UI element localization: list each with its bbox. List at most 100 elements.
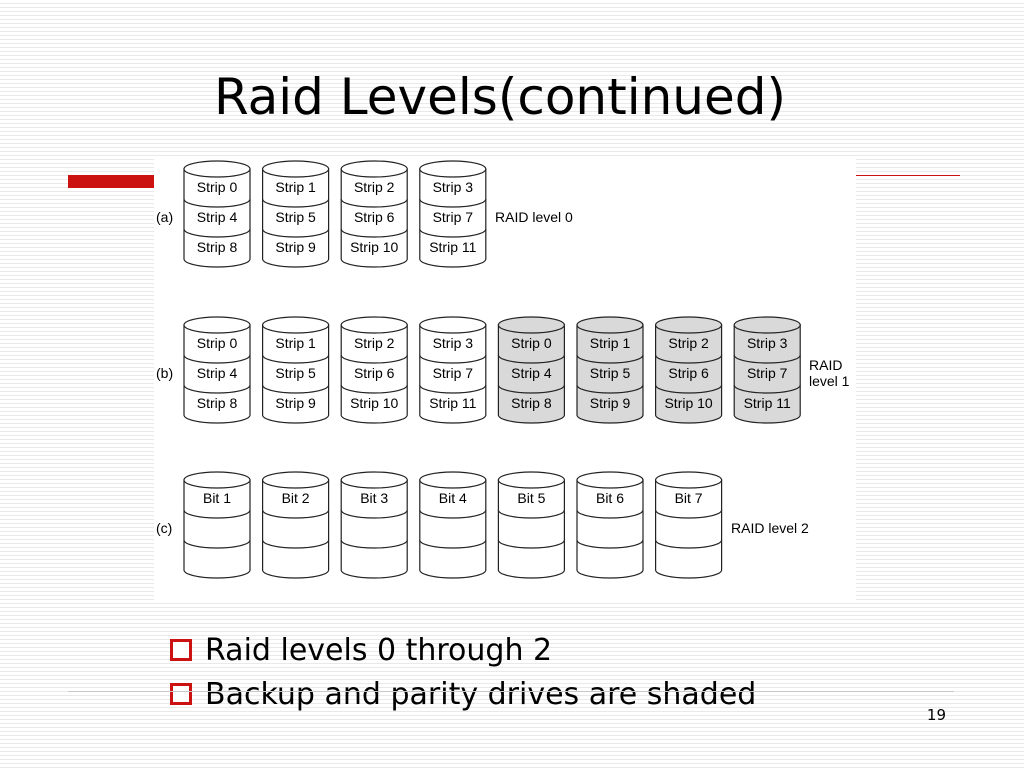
disk-cell-label: Strip 8 (197, 395, 238, 411)
disk-cell-label: Strip 2 (354, 179, 395, 195)
disk-top (733, 316, 801, 334)
disk-cell-label: Strip 0 (511, 335, 552, 351)
bullet-item: Backup and parity drives are shaded (170, 672, 756, 716)
disk-body (340, 479, 408, 579)
page-number: 19 (926, 706, 946, 724)
disk-body (655, 479, 723, 579)
disk-cell-label: Bit 7 (675, 490, 703, 506)
disk-divider (419, 509, 487, 519)
disk-cell-label: Strip 11 (744, 395, 791, 411)
shaded-disk: Strip 1 Strip 5 Strip 9 (576, 316, 644, 424)
disk-cell-label: Strip 0 (197, 335, 238, 351)
disk-cell-label: Strip 7 (747, 365, 788, 381)
disk-top (340, 160, 408, 178)
disk-divider (340, 228, 408, 238)
disk: Bit 7 (654, 471, 723, 579)
disk-body (497, 324, 565, 424)
disk-divider (183, 354, 251, 364)
disk-cell-label: Strip 5 (275, 209, 316, 225)
disk-cell-label: Strip 9 (275, 395, 316, 411)
raid-level-caption: RAID level 0 (495, 209, 573, 225)
disk-top (497, 316, 565, 334)
disk-cell-label: Strip 4 (197, 365, 238, 381)
title-accent-bar (68, 175, 158, 188)
disk-divider (655, 539, 723, 549)
disk-body (262, 324, 330, 424)
disk-divider (576, 384, 644, 394)
disk-body (340, 168, 408, 268)
disk-top (262, 160, 330, 178)
disk-divider (183, 509, 251, 519)
row-label: (c) (156, 520, 172, 536)
disk-cell-label: Bit 3 (360, 490, 388, 506)
disk-cell-label: Strip 9 (275, 239, 316, 255)
shaded-disk: Strip 3 Strip 7 Strip 11 (733, 316, 801, 424)
square-bullet-icon (170, 683, 192, 705)
disk-cell-label: Strip 4 (197, 209, 238, 225)
disk: Strip 3 Strip 7 Strip 11 (419, 160, 487, 268)
disk-top (183, 471, 251, 489)
disk-body (576, 324, 644, 424)
disk-cell-label: Strip 10 (350, 239, 398, 255)
disk-divider (183, 539, 251, 549)
disk-cell-label: Strip 8 (197, 239, 238, 255)
disk-cell-label: Strip 7 (433, 365, 474, 381)
disk-body (497, 479, 565, 579)
disk-cell-label: Strip 11 (429, 239, 476, 255)
disk-top (262, 471, 330, 489)
disk-top (419, 160, 487, 178)
bullet-item: Raid levels 0 through 2 (170, 628, 756, 672)
disk-top (654, 471, 723, 489)
disk: Strip 1 Strip 5 Strip 9 (262, 160, 330, 268)
disk-divider (340, 509, 408, 519)
disk-divider (497, 539, 565, 549)
disk: Bit 3 (340, 471, 408, 579)
disk-cell-label: Strip 3 (433, 179, 474, 195)
disk-divider (262, 354, 330, 364)
disk-top (419, 471, 487, 489)
disk-divider (497, 384, 565, 394)
disk-divider (262, 228, 330, 238)
square-bullet-icon (170, 639, 192, 661)
raid-level-caption: level 1 (809, 373, 850, 389)
disk-top (340, 316, 408, 334)
disk-cell-label: Strip 1 (275, 335, 316, 351)
title-accent-line (856, 175, 960, 176)
disk-divider (733, 384, 801, 394)
disk-divider (183, 228, 251, 238)
disk: Strip 0 Strip 4 Strip 8 (183, 316, 251, 424)
footer-rule (68, 691, 954, 692)
disk: Bit 5 (497, 471, 565, 579)
bullet-text: Raid levels 0 through 2 (205, 632, 553, 668)
disk-body (655, 324, 723, 424)
disk-body (262, 168, 330, 268)
disk-top (576, 316, 644, 334)
disk-cell-label: Strip 1 (275, 179, 316, 195)
row-label: (a) (156, 209, 173, 225)
disk-cell-label: Strip 9 (590, 395, 631, 411)
disk-divider (655, 509, 723, 519)
disk-cell-label: Strip 2 (354, 335, 395, 351)
disk-cell-label: Strip 6 (668, 365, 709, 381)
disk-body (733, 324, 801, 424)
disk-body (183, 479, 251, 579)
disk-divider (419, 539, 487, 549)
disk-cell-label: Strip 7 (433, 209, 474, 225)
disk-top (576, 471, 644, 489)
disk-divider (262, 539, 330, 549)
disk-cell-label: Strip 3 (433, 335, 474, 351)
disk-top (183, 316, 251, 334)
disk-body (576, 479, 644, 579)
disk-cell-label: Strip 1 (590, 335, 631, 351)
disk-cell-label: Strip 5 (590, 365, 631, 381)
disk-cell-label: Strip 6 (354, 209, 395, 225)
disk-cell-label: Strip 3 (747, 335, 788, 351)
disk-cell-label: Strip 5 (275, 365, 316, 381)
